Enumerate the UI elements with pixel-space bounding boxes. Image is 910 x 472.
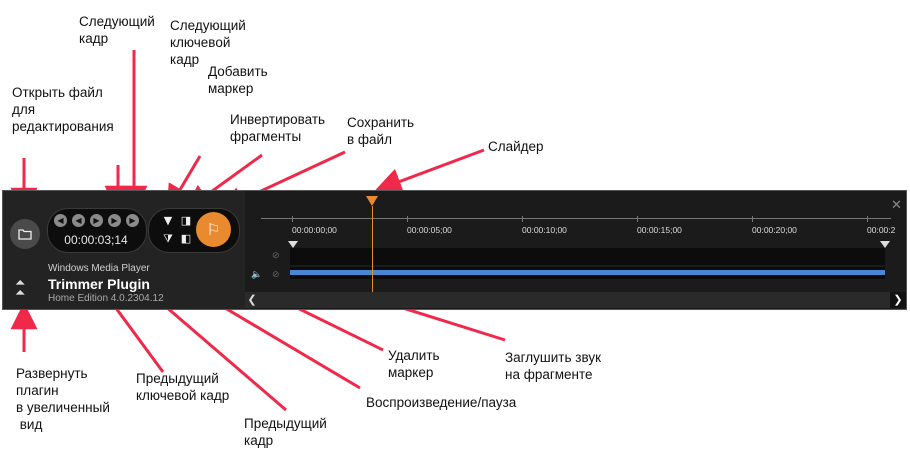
prev-keyframe-button[interactable]: ◀ [54,214,67,227]
scroll-right-button[interactable]: ❯ [890,292,906,308]
play-icon: ▶ [93,216,100,225]
timeline-scrollbar[interactable]: ❮ ❯ [245,292,906,308]
open-file-button[interactable] [10,219,40,249]
label-prev-frame: Предыдущий кадр [244,416,327,448]
ruler-label: 00:00:20;00 [752,225,797,235]
invert-icon: ◨ [180,214,192,227]
label-mute: Заглушить звук на фрагменте [505,350,601,382]
invert-fragments-button[interactable]: ◨ [179,214,193,228]
delete-marker-icon: ⧩ [163,232,173,245]
arrow-slider [374,148,485,195]
audio-speaker-icon[interactable]: 🔈 [251,270,263,280]
video-track[interactable] [290,248,885,265]
next-frame-button[interactable]: ▶ [108,214,121,227]
timeline: ✕ 00:00:00;00 00:00:05;00 00:00:10;00 00… [245,191,906,309]
audio-waveform [290,270,885,275]
next-keyframe-button[interactable]: ▶ [126,214,139,227]
add-marker-icon: ▼ [163,214,173,227]
ruler-label: 00:00:10;00 [522,225,567,235]
close-button[interactable]: ✕ [891,197,902,213]
label-next-frame: Следующий кадр [79,14,155,46]
app-name: Windows Media Player [48,263,150,274]
mute-fragment-icon: ◧ [180,232,192,245]
video-visibility-icon[interactable]: ⊘ [272,251,280,261]
label-play-pause: Воспроизведение/пауза [366,395,517,410]
folder-icon [18,229,32,240]
audio-visibility-icon[interactable]: ⊘ [272,270,280,280]
label-save: Сохранить в файл [347,115,415,147]
ruler-tick [867,216,868,222]
ruler-label: 00:00:2 [867,225,896,235]
playhead-slider[interactable] [366,196,378,206]
navigation-group: ◀ ◀ ▶ ▶ ▶ [47,208,147,253]
timecode-display: 00:00:03;14 [64,233,128,247]
add-marker-button[interactable]: ▼ [161,214,175,228]
label-prev-keyframe: Предыдущий ключевой кадр [136,371,230,403]
scroll-left-button[interactable]: ❮ [245,292,259,308]
control-panel: ◀ ◀ ▶ ▶ ▶ 00:00:03;14 ▼ ◨ ⧩ [3,191,245,309]
ruler-label: 00:00:05;00 [407,225,452,235]
label-open-file: Открыть файл для редактирования [12,85,114,134]
label-next-keyframe: Следующий ключевой кадр [170,18,246,67]
ruler-label: 00:00:15;00 [637,225,682,235]
delete-marker-button[interactable]: ⧩ [161,232,175,246]
ruler-tick [637,216,638,222]
prev-frame-button[interactable]: ◀ [72,214,85,227]
end-marker[interactable] [880,241,890,248]
ruler-tick [522,216,523,222]
time-ruler [261,218,891,219]
start-marker[interactable] [288,241,298,248]
chevron-left-icon: ❮ [247,294,257,306]
edition-label: Home Edition 4.0.2304.12 [48,293,164,304]
label-invert: Инвертировать фрагменты [230,112,326,144]
label-expand: Развернуть плагин в увеличенный вид [16,366,110,432]
close-icon: ✕ [891,197,902,212]
save-to-file-button[interactable]: ⚐ [196,212,231,247]
ruler-tick [407,216,408,222]
ruler-tick [752,216,753,222]
mute-fragment-button[interactable]: ◧ [179,232,193,246]
prev-keyframe-icon: ◀ [57,216,64,225]
play-pause-button[interactable]: ▶ [90,214,103,227]
label-slider: Слайдер [488,139,544,154]
save-flag-icon: ⚐ [206,220,221,239]
plugin-title: Trimmer Plugin [48,276,150,292]
playhead-line [372,206,373,292]
expand-plugin-button[interactable]: ⏶⏶ [15,276,26,301]
next-keyframe-icon: ▶ [129,216,136,225]
chevron-right-icon: ❯ [893,294,903,306]
ruler-tick [292,216,293,222]
expand-icon: ⏶⏶ [15,276,26,301]
trimmer-player: ◀ ◀ ▶ ▶ ▶ 00:00:03;14 ▼ ◨ ⧩ [2,190,907,310]
label-delete-marker: Удалить маркер [388,348,440,380]
prev-frame-icon: ◀ [75,216,82,225]
label-add-marker: Добавить маркер [208,64,268,96]
ruler-label: 00:00:00;00 [292,225,337,235]
next-frame-icon: ▶ [111,216,118,225]
